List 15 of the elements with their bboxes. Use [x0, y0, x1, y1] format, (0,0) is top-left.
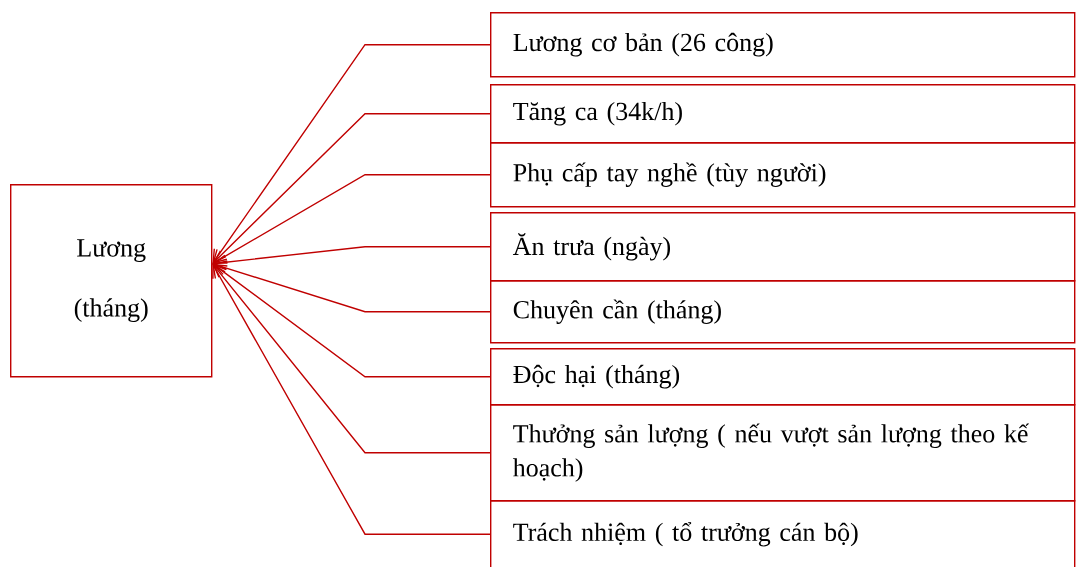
arrow: [212, 263, 491, 454]
item-box: Phụ cấp tay nghề (tùy người): [490, 142, 1076, 208]
arrow: [212, 263, 491, 535]
item-box: Độc hại (tháng): [490, 348, 1076, 406]
category-box: Lương (tháng): [10, 184, 213, 378]
item-box: Trách nhiệm ( tổ trưởng cán bộ): [490, 500, 1076, 567]
arrow: [212, 113, 491, 264]
item-box: Lương cơ bản (26 công): [490, 12, 1076, 78]
arrow: [212, 174, 491, 264]
arrow: [212, 44, 491, 264]
arrow: [212, 263, 491, 378]
item-box: Tăng ca (34k/h): [490, 84, 1076, 144]
item-box: Ăn trưa (ngày): [490, 212, 1076, 282]
item-box: Thưởng sản lượng ( nếu vượt sản lượng theo kế hoạch): [490, 404, 1076, 502]
item-box: Chuyên cần (tháng): [490, 280, 1076, 344]
